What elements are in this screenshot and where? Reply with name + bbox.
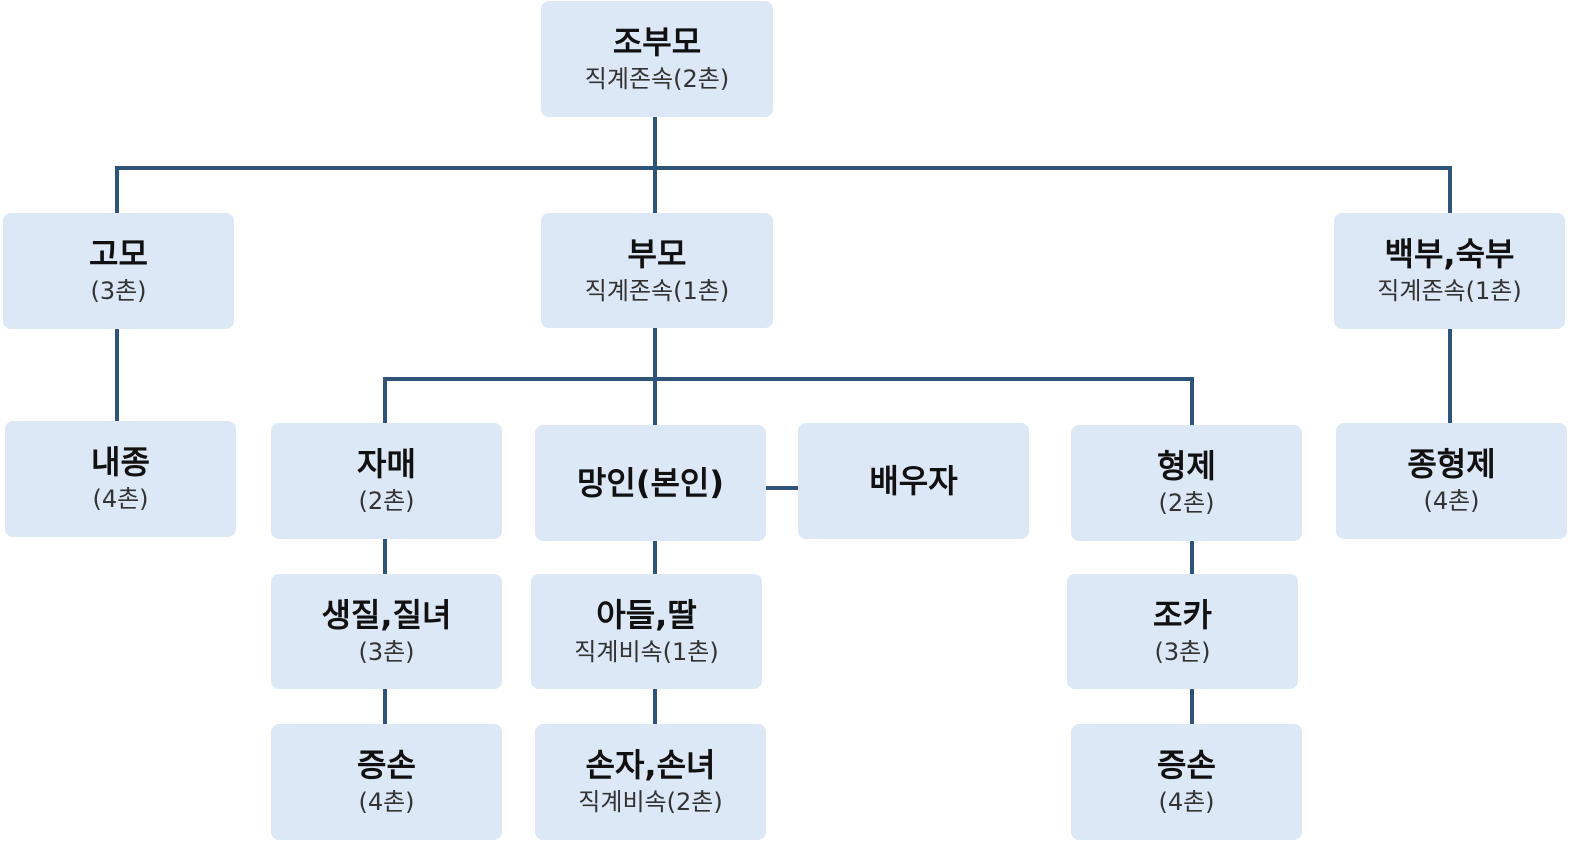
node-relation: (3촌) [358,637,415,666]
node-children: 아들,딸 직계비속(1촌) [531,574,762,689]
node-name: 종형제 [1407,445,1496,483]
node-name: 자매 [357,445,416,483]
node-grandnephews-sister-side: 증손 (4촌) [271,724,502,840]
node-sisters: 자매 (2촌) [271,423,502,539]
connector-sibling-bus [383,377,1194,425]
node-name: 조카 [1153,595,1212,634]
node-relation: (4촌) [358,788,415,816]
node-name: 증손 [1157,746,1216,784]
node-name: 손자,손녀 [585,746,716,784]
connector-group [115,117,1452,724]
node-cousin-uncle-side: 종형제 (4촌) [1336,423,1567,539]
node-name: 조부모 [612,23,702,61]
node-relation: 직계비속(1촌) [574,637,719,666]
node-aunt: 고모 (3촌) [3,213,234,329]
node-name: 아들,딸 [596,595,697,634]
node-name: 배우자 [869,462,958,500]
node-grandparents: 조부모 직계존속(2촌) [541,1,773,117]
node-cousin-aunt-side: 내종 (4촌) [5,421,236,537]
node-relation: (3촌) [1154,637,1211,666]
node-name: 망인(본인) [576,464,724,502]
node-uncles: 백부,숙부 직계존속(1촌) [1334,213,1565,329]
node-relation: 직계존속(1촌) [1377,277,1522,305]
node-deceased-self: 망인(본인) [535,425,766,541]
node-relation: (4촌) [1423,487,1480,515]
node-name: 형제 [1157,447,1216,485]
node-brothers: 형제 (2촌) [1071,425,1302,541]
node-relation: (3촌) [90,277,147,305]
node-name: 증손 [357,746,416,784]
node-spouse: 배우자 [798,423,1029,539]
node-grandchildren: 손자,손녀 직계비속(2촌) [535,724,766,840]
node-relation: (2촌) [358,487,415,515]
node-relation: (2촌) [1158,489,1215,517]
node-name: 부모 [627,234,687,273]
connector-generation-1-bus [115,166,1452,213]
node-relation: (4촌) [92,485,149,513]
node-nephews-sister-side: 생질,질녀 (3촌) [271,574,502,689]
node-relation: 직계존속(2촌) [584,65,730,93]
node-relation: 직계비속(2촌) [578,788,723,816]
node-name: 내종 [91,443,150,481]
node-name: 백부,숙부 [1384,235,1515,273]
node-name: 생질,질녀 [321,595,452,634]
node-nephews-brother-side: 조카 (3촌) [1067,574,1298,689]
node-name: 고모 [89,235,148,273]
node-parents: 부모 직계존속(1촌) [541,213,773,328]
node-relation: (4촌) [1158,788,1215,816]
node-relation: 직계존속(1촌) [584,276,730,305]
node-grandnephews-brother-side: 증손 (4촌) [1071,724,1302,840]
